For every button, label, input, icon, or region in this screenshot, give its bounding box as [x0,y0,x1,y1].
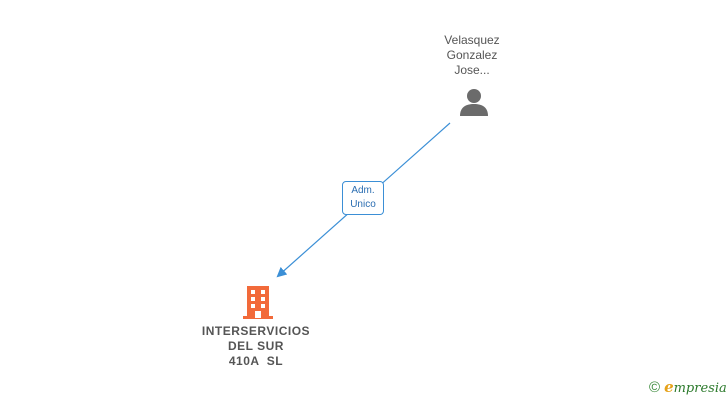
building-icon[interactable] [241,284,275,320]
person-name-line-1: Velasquez [444,33,500,47]
person-icon[interactable] [458,86,490,118]
empresia-watermark: © empresia [649,378,727,398]
relationship-label-line-1: Adm. [351,185,375,196]
person-name-line-2: Gonzalez [446,48,498,62]
company-name-line-3: 410A SL [228,354,284,368]
brand-logo: empresia [664,377,727,399]
brand-initial: e [664,378,674,396]
copyright-icon: © [649,379,661,396]
relationship-label[interactable]: Adm. Unico [342,181,384,215]
company-name-line-2: DEL SUR [228,339,284,353]
brand-rest: mpresia [673,381,727,396]
company-name[interactable]: INTERSERVICIOS DEL SUR 410A SL [186,324,326,369]
person-name[interactable]: Velasquez Gonzalez Jose... [412,33,532,78]
relationship-label-line-2: Unico [350,199,376,210]
person-name-line-3: Jose... [454,63,490,77]
company-name-line-1: INTERSERVICIOS [201,324,311,338]
